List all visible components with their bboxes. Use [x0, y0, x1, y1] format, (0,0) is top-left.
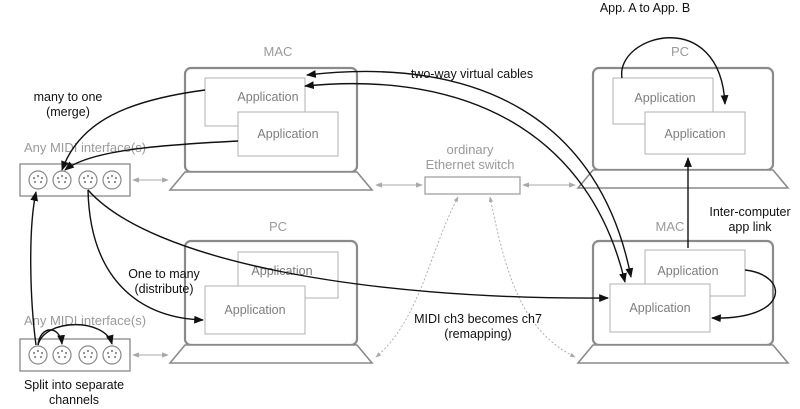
- label-split: Split into separate: [24, 378, 124, 392]
- mac-bottom-right-app2-label: Application: [629, 301, 690, 315]
- pc-bottom-left-app2-box[interactable]: [204, 285, 306, 335]
- route-bottom-to-top-interface: [30, 191, 39, 346]
- route-distribute-1: [87, 189, 204, 324]
- midi-port-top-2[interactable]: [52, 170, 72, 190]
- mac-bottom-right-app2-box[interactable]: [609, 283, 711, 333]
- pc-top-right-computer: PC Application Application: [576, 44, 790, 189]
- mac-left-keyboard: [168, 171, 374, 191]
- midi-port-top-3[interactable]: [78, 170, 98, 190]
- mac-left-app1-label: Application: [237, 90, 298, 104]
- label-inter-computer: Inter-computer: [709, 205, 790, 219]
- label-distribute: (distribute): [134, 282, 193, 296]
- mac-left-label: MAC: [264, 44, 293, 59]
- midi-port-top-1[interactable]: [28, 170, 48, 190]
- midi-port-bottom-2[interactable]: [52, 345, 72, 365]
- route-split-2: [37, 324, 114, 346]
- midi-port-bottom-4[interactable]: [102, 345, 122, 365]
- pc-bottom-left-app2-label: Application: [224, 303, 285, 317]
- switch-label-line1: ordinary: [447, 142, 494, 157]
- label-app-a-to-b: App. A to App. B: [600, 1, 690, 15]
- mac-bottom-right-keyboard: [576, 344, 790, 364]
- pc-bottom-left-computer: PC Application Application: [168, 219, 374, 364]
- label-merge: (merge): [46, 105, 90, 119]
- link-switch-to-mac-bottom: [488, 196, 576, 358]
- midi-interface-bottom-label: Any MIDI interface(s): [24, 313, 146, 328]
- route-merge-1: [61, 89, 206, 171]
- label-remapping: (remapping): [444, 327, 511, 341]
- mac-left-computer: MAC Application Application: [168, 44, 374, 191]
- midi-port-top-pins: [32, 174, 118, 184]
- midi-port-bottom-3[interactable]: [78, 345, 98, 365]
- label-many-to-one: many to one: [34, 90, 103, 104]
- midi-port-top-4[interactable]: [102, 170, 122, 190]
- midi-routes: [30, 37, 777, 346]
- label-remap: MIDI ch3 becomes ch7: [414, 312, 542, 326]
- label-one-to-many: One to many: [128, 267, 200, 281]
- route-distribute-2: [87, 189, 609, 302]
- mac-bottom-right-computer: MAC Application Application: [576, 219, 790, 364]
- pc-top-right-app2-box[interactable]: [644, 111, 746, 155]
- switch-box: [424, 176, 521, 195]
- route-app-a-to-b: [621, 37, 729, 105]
- pc-top-right-app2-label: Application: [664, 127, 725, 141]
- pc-bottom-left-label: PC: [269, 219, 287, 234]
- pc-top-right-app1-label: Application: [634, 91, 695, 105]
- route-remapping: [711, 269, 777, 323]
- mac-bottom-right-label: MAC: [656, 219, 685, 234]
- route-merge-2: [64, 140, 239, 171]
- pc-bottom-left-keyboard: [168, 344, 374, 364]
- midi-port-bottom-1[interactable]: [28, 345, 48, 365]
- ethernet-switch: ordinary Ethernet switch: [424, 142, 521, 195]
- mac-bottom-right-app1-label: Application: [657, 264, 718, 278]
- midi-port-bottom-pins: [32, 349, 118, 359]
- pc-top-right-keyboard: [576, 169, 790, 189]
- label-two-way-cables: two-way virtual cables: [411, 67, 533, 81]
- label-app-link: app link: [728, 220, 772, 234]
- pc-top-right-label: PC: [671, 44, 689, 59]
- annotations: App. A to App. B two-way virtual cables …: [24, 1, 791, 407]
- label-channels: channels: [49, 393, 99, 407]
- route-two-way-cable-2: [304, 81, 627, 283]
- switch-label-line2: Ethernet switch: [426, 157, 515, 172]
- midi-interface-top-label: Any MIDI interface(s): [24, 140, 146, 155]
- mac-left-app2-label: Application: [257, 127, 318, 141]
- midi-interface-top: Any MIDI interface(s): [19, 140, 146, 197]
